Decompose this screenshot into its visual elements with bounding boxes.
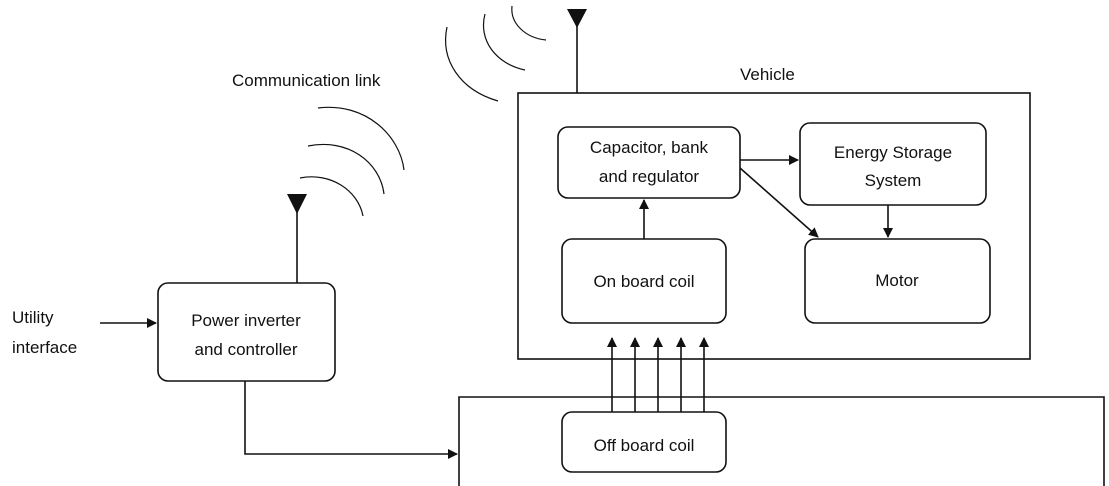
arrow-capacitor-to-motor <box>739 167 819 238</box>
offboard-frame <box>458 396 1105 486</box>
onboard-coil-label: On board coil <box>593 272 694 291</box>
offboard-coil-block <box>561 411 727 473</box>
capacitor-label-line1: Capacitor, bank <box>590 138 709 157</box>
energy-storage-block <box>799 122 987 206</box>
power-inverter-label-line1: Power inverter <box>191 311 301 330</box>
vehicle-label: Vehicle <box>740 65 795 84</box>
energy-storage-label-line1: Energy Storage <box>834 143 952 162</box>
power-inverter-label-line2: and controller <box>194 340 297 359</box>
offboard-coil-label: Off board coil <box>594 436 695 455</box>
motor-block <box>804 238 991 324</box>
capacitor-bank-block <box>557 126 741 199</box>
arrow-inverter-to-station <box>244 381 458 459</box>
vehicle-antenna-icon <box>567 9 587 93</box>
utility-label-line2: interface <box>12 338 77 357</box>
utility-label-line1: Utility <box>12 308 54 327</box>
motor-label: Motor <box>875 271 919 290</box>
vehicle-signal-wave-icon <box>445 5 547 102</box>
communication-link-label: Communication link <box>232 71 381 90</box>
flux-arrows <box>607 337 709 412</box>
capacitor-label-line2: and regulator <box>599 167 700 186</box>
station-signal-wave-icon <box>299 106 405 217</box>
power-inverter-block <box>157 282 336 382</box>
energy-storage-label-line2: System <box>865 171 922 190</box>
station-antenna-icon <box>287 194 307 283</box>
